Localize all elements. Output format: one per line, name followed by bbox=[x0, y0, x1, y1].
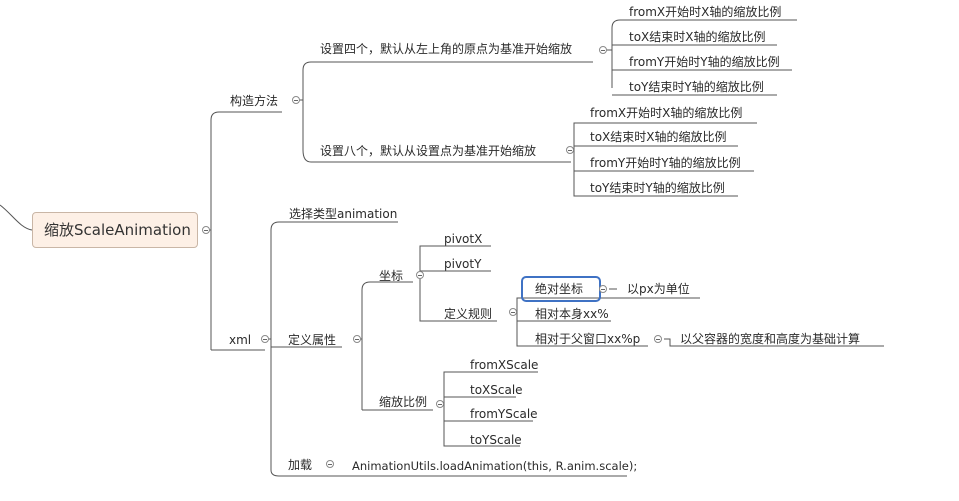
node-relative-self[interactable]: 相对本身xx% bbox=[535, 307, 609, 321]
collapse-icon[interactable] bbox=[654, 335, 662, 343]
node-define-attrs[interactable]: 定义属性 bbox=[288, 333, 337, 347]
node-eight-item[interactable]: fromY开始时Y轴的缩放比例 bbox=[590, 156, 741, 170]
node-construct[interactable]: 构造方法 bbox=[230, 94, 279, 108]
node-select-type[interactable]: 选择类型animation bbox=[289, 207, 398, 221]
node-scale-item[interactable]: toXScale bbox=[470, 383, 523, 397]
collapse-icon[interactable] bbox=[509, 308, 517, 316]
node-define-rules[interactable]: 定义规则 bbox=[444, 307, 493, 321]
node-four-item[interactable]: fromX开始时X轴的缩放比例 bbox=[629, 5, 782, 19]
node-px-unit[interactable]: 以px为单位 bbox=[627, 282, 690, 296]
collapse-icon[interactable] bbox=[326, 460, 334, 468]
node-four-item[interactable]: toY结束时Y轴的缩放比例 bbox=[629, 80, 764, 94]
node-xml[interactable]: xml bbox=[229, 333, 252, 347]
node-eight-item[interactable]: toY结束时Y轴的缩放比例 bbox=[590, 181, 725, 195]
incoming-link bbox=[0, 204, 33, 231]
node-eight-item[interactable]: fromX开始时X轴的缩放比例 bbox=[590, 106, 743, 120]
node-scale-ratio[interactable]: 缩放比例 bbox=[379, 395, 428, 409]
node-absolute-coord[interactable]: 绝对坐标 bbox=[535, 282, 584, 296]
node-load[interactable]: 加载 bbox=[288, 458, 313, 472]
root-node[interactable]: 缩放ScaleAnimation bbox=[32, 212, 198, 248]
link-attrs bbox=[357, 281, 433, 411]
collapse-icon[interactable] bbox=[202, 226, 210, 234]
collapse-icon[interactable] bbox=[599, 46, 607, 54]
link-parent-note bbox=[664, 338, 884, 347]
node-coordinate[interactable]: 坐标 bbox=[379, 269, 404, 283]
collapse-icon[interactable] bbox=[292, 96, 300, 104]
node-eight-item[interactable]: toX结束时X轴的缩放比例 bbox=[590, 130, 727, 144]
node-scale-item[interactable]: fromXScale bbox=[470, 358, 539, 372]
node-eight-params[interactable]: 设置八个，默认从设置点为基准开始缩放 bbox=[320, 144, 537, 158]
link-eight-items bbox=[573, 122, 757, 197]
collapse-icon[interactable] bbox=[416, 271, 424, 279]
collapse-icon[interactable] bbox=[261, 335, 269, 343]
node-four-item[interactable]: toX结束时X轴的缩放比例 bbox=[629, 30, 766, 44]
node-pivotx[interactable]: pivotX bbox=[444, 232, 483, 246]
collapse-icon[interactable] bbox=[566, 146, 574, 154]
node-pivoty[interactable]: pivotY bbox=[444, 257, 482, 271]
node-scale-item[interactable]: toYScale bbox=[470, 433, 522, 447]
node-load-code[interactable]: AnimationUtils.loadAnimation(this, R.ani… bbox=[352, 459, 638, 473]
collapse-icon[interactable] bbox=[599, 285, 607, 293]
collapse-icon[interactable] bbox=[353, 335, 361, 343]
node-relative-parent[interactable]: 相对于父窗口xx%p bbox=[535, 332, 641, 346]
node-scale-item[interactable]: fromYScale bbox=[470, 407, 538, 421]
link-scale bbox=[443, 371, 538, 447]
link-four-items bbox=[605, 19, 797, 96]
collapse-icon[interactable] bbox=[436, 400, 444, 408]
node-four-params[interactable]: 设置四个，默认从左上角的原点为基准开始缩放 bbox=[320, 42, 573, 56]
node-parent-basis[interactable]: 以父容器的宽度和高度为基础计算 bbox=[680, 332, 861, 346]
node-four-item[interactable]: fromY开始时Y轴的缩放比例 bbox=[629, 55, 780, 69]
